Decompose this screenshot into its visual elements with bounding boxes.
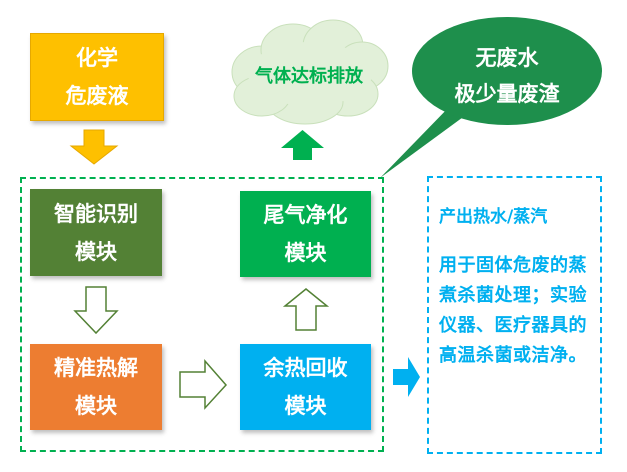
no-waste-label: 无废水 极少量废渣 <box>430 40 584 112</box>
smart-identify-line1: 智能识别 <box>54 201 138 226</box>
system-dashed-frame <box>20 177 384 452</box>
heat-recovery-line1: 余热回收 <box>263 356 348 380</box>
tail-gas-module: 尾气净化 模块 <box>240 191 371 277</box>
output-frame: 产出热水/蒸汽 用于固体危废的蒸煮杀菌处理；实验仪器、医疗器具的高温杀菌或洁净。 <box>427 176 602 454</box>
tail-gas-line2: 模块 <box>284 241 327 265</box>
output-title: 产出热水/蒸汽 <box>439 207 548 227</box>
hollow-up-arrow <box>282 288 330 331</box>
pyrolysis-line2: 模块 <box>75 394 117 418</box>
chemical-waste-box: 化学 危废液 <box>30 33 164 121</box>
pyrolysis-module: 精准热解 模块 <box>30 344 162 430</box>
tail-gas-line1: 尾气净化 <box>263 203 348 227</box>
heat-recovery-line2: 模块 <box>284 394 327 418</box>
exhaust-standard-label: 气体达标排放 <box>255 66 363 87</box>
hollow-down-arrow <box>73 286 119 335</box>
smart-identify-line2: 模块 <box>75 239 117 264</box>
chemical-waste-line2: 危废液 <box>65 84 129 108</box>
heat-recovery-module: 余热回收 模块 <box>240 344 371 430</box>
hollow-right-arrow <box>179 359 228 410</box>
chemical-waste-line1: 化学 <box>76 46 118 70</box>
pyrolysis-line1: 精准热解 <box>54 356 138 380</box>
no-waste-line2: 极少量废渣 <box>454 82 560 106</box>
no-waste-line1: 无废水 <box>475 46 539 70</box>
output-description: 用于固体危废的蒸煮杀菌处理；实验仪器、医疗器具的高温杀菌或洁净。 <box>439 255 587 366</box>
smart-identify-module: 智能识别 模块 <box>30 189 162 276</box>
